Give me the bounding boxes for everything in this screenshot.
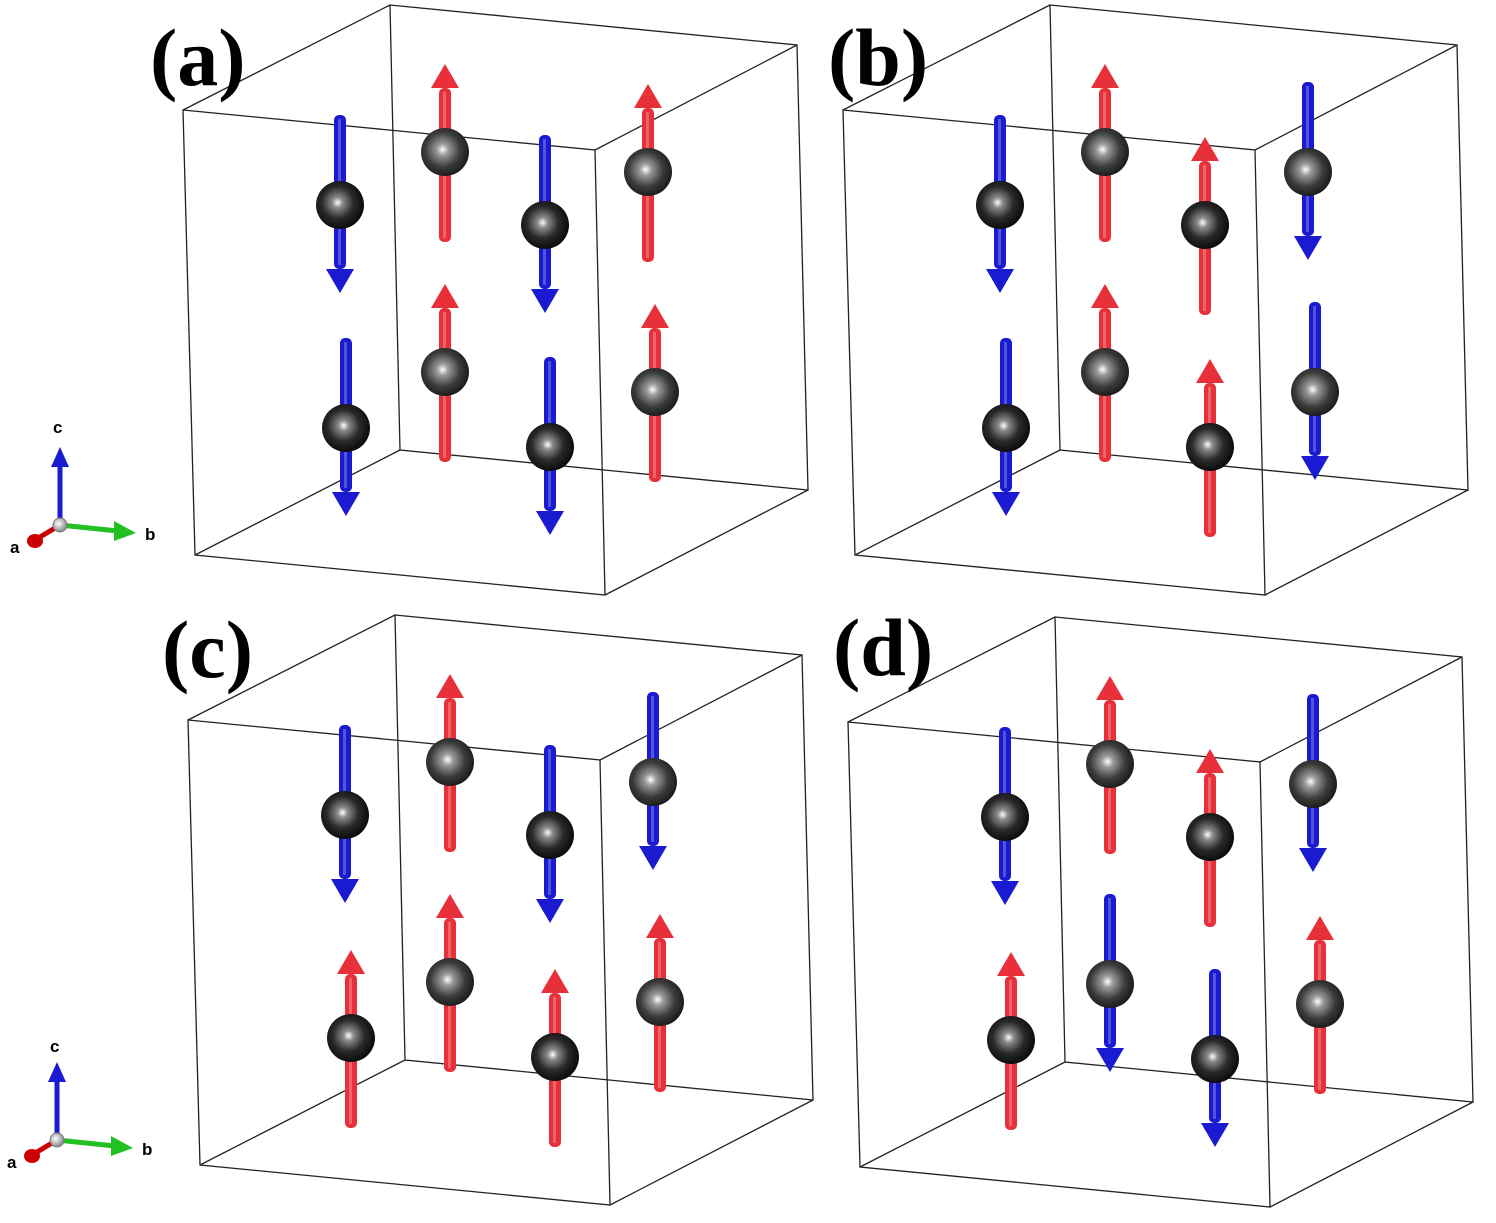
- spin-site-down: [1191, 969, 1239, 1147]
- unit-cell-edges: [842, 4, 1469, 596]
- atom: [629, 758, 677, 806]
- spin-site-up: [327, 950, 375, 1128]
- atom: [316, 181, 364, 229]
- spin-site-up: [1081, 284, 1129, 462]
- panel-label: (c): [162, 604, 253, 695]
- spin-site-down: [1086, 894, 1134, 1072]
- panel-a: (a): [150, 4, 809, 596]
- spin-site-down: [521, 135, 569, 313]
- axis-legend-bottom: c b a: [7, 1037, 152, 1172]
- atom: [631, 368, 679, 416]
- spin-site-up: [1296, 916, 1344, 1094]
- axis-label-a: a: [7, 1153, 17, 1172]
- unit-cell-edges: [187, 614, 814, 1206]
- atom: [1081, 128, 1129, 176]
- atom: [976, 181, 1024, 229]
- atom: [321, 791, 369, 839]
- panel-label: (a): [150, 12, 246, 103]
- spin-sites: [321, 674, 684, 1147]
- spin-site-up: [1181, 137, 1229, 315]
- spin-sites: [976, 64, 1339, 537]
- atom: [531, 1033, 579, 1081]
- atom: [426, 738, 474, 786]
- spin-site-up: [1186, 359, 1234, 537]
- spin-site-down: [526, 357, 574, 535]
- spin-site-down: [976, 115, 1024, 293]
- unit-cell-edges: [182, 4, 809, 596]
- spin-site-up: [1081, 64, 1129, 242]
- panel-d: (d): [833, 602, 1474, 1208]
- spin-site-up: [421, 64, 469, 242]
- atom: [636, 978, 684, 1026]
- spin-site-down: [1291, 302, 1339, 480]
- atom: [1289, 760, 1337, 808]
- axis-label-b: b: [145, 525, 155, 544]
- atom: [1284, 148, 1332, 196]
- axis-label-c: c: [53, 418, 62, 437]
- axis-origin: [49, 1132, 65, 1148]
- atom: [426, 958, 474, 1006]
- spin-site-up: [426, 674, 474, 852]
- panel-label: (b): [828, 12, 928, 103]
- atom: [421, 128, 469, 176]
- atom: [624, 148, 672, 196]
- atom: [327, 1014, 375, 1062]
- panel-b: (b): [828, 4, 1469, 596]
- atom: [1186, 423, 1234, 471]
- spin-site-down: [526, 745, 574, 923]
- spin-site-down: [981, 727, 1029, 905]
- atom: [1086, 960, 1134, 1008]
- atom: [1081, 348, 1129, 396]
- atom: [1086, 740, 1134, 788]
- spin-site-down: [316, 115, 364, 293]
- atom: [1291, 368, 1339, 416]
- spin-site-up: [531, 969, 579, 1147]
- spin-site-down: [1284, 82, 1332, 260]
- atom: [1296, 980, 1344, 1028]
- spin-site-up: [1086, 676, 1134, 854]
- atom: [1186, 813, 1234, 861]
- axis-label-b: b: [142, 1140, 152, 1159]
- atom: [526, 811, 574, 859]
- panel-c: (c): [162, 604, 814, 1206]
- axis-label-a: a: [10, 538, 20, 557]
- spin-site-up: [987, 952, 1035, 1130]
- axis-b-arrow: [59, 521, 136, 541]
- spin-sites: [316, 64, 679, 535]
- axis-c-arrow: [51, 447, 69, 525]
- panel-label: (d): [833, 602, 933, 693]
- spin-site-down: [322, 338, 370, 516]
- spin-site-up: [426, 894, 474, 1072]
- axis-legend-top: c b a: [10, 418, 155, 557]
- axis-origin: [52, 517, 68, 533]
- atom: [322, 404, 370, 452]
- atom: [1181, 201, 1229, 249]
- spin-site-up: [1186, 749, 1234, 927]
- spin-site-up: [631, 304, 679, 482]
- axis-b-arrow: [56, 1136, 133, 1156]
- atom: [981, 793, 1029, 841]
- unit-cell-edges: [847, 616, 1474, 1208]
- axis-c-arrow: [48, 1062, 66, 1140]
- spin-site-down: [1289, 694, 1337, 872]
- atom: [521, 201, 569, 249]
- spin-site-down: [321, 725, 369, 903]
- spin-site-down: [982, 338, 1030, 516]
- spin-site-up: [624, 84, 672, 262]
- atom: [421, 348, 469, 396]
- atom: [982, 404, 1030, 452]
- axis-label-c: c: [50, 1037, 59, 1056]
- spin-site-up: [636, 914, 684, 1092]
- spin-site-up: [421, 284, 469, 462]
- atom: [526, 423, 574, 471]
- spin-sites: [981, 676, 1344, 1147]
- spin-site-down: [629, 692, 677, 870]
- atom: [1191, 1035, 1239, 1083]
- atom: [987, 1016, 1035, 1064]
